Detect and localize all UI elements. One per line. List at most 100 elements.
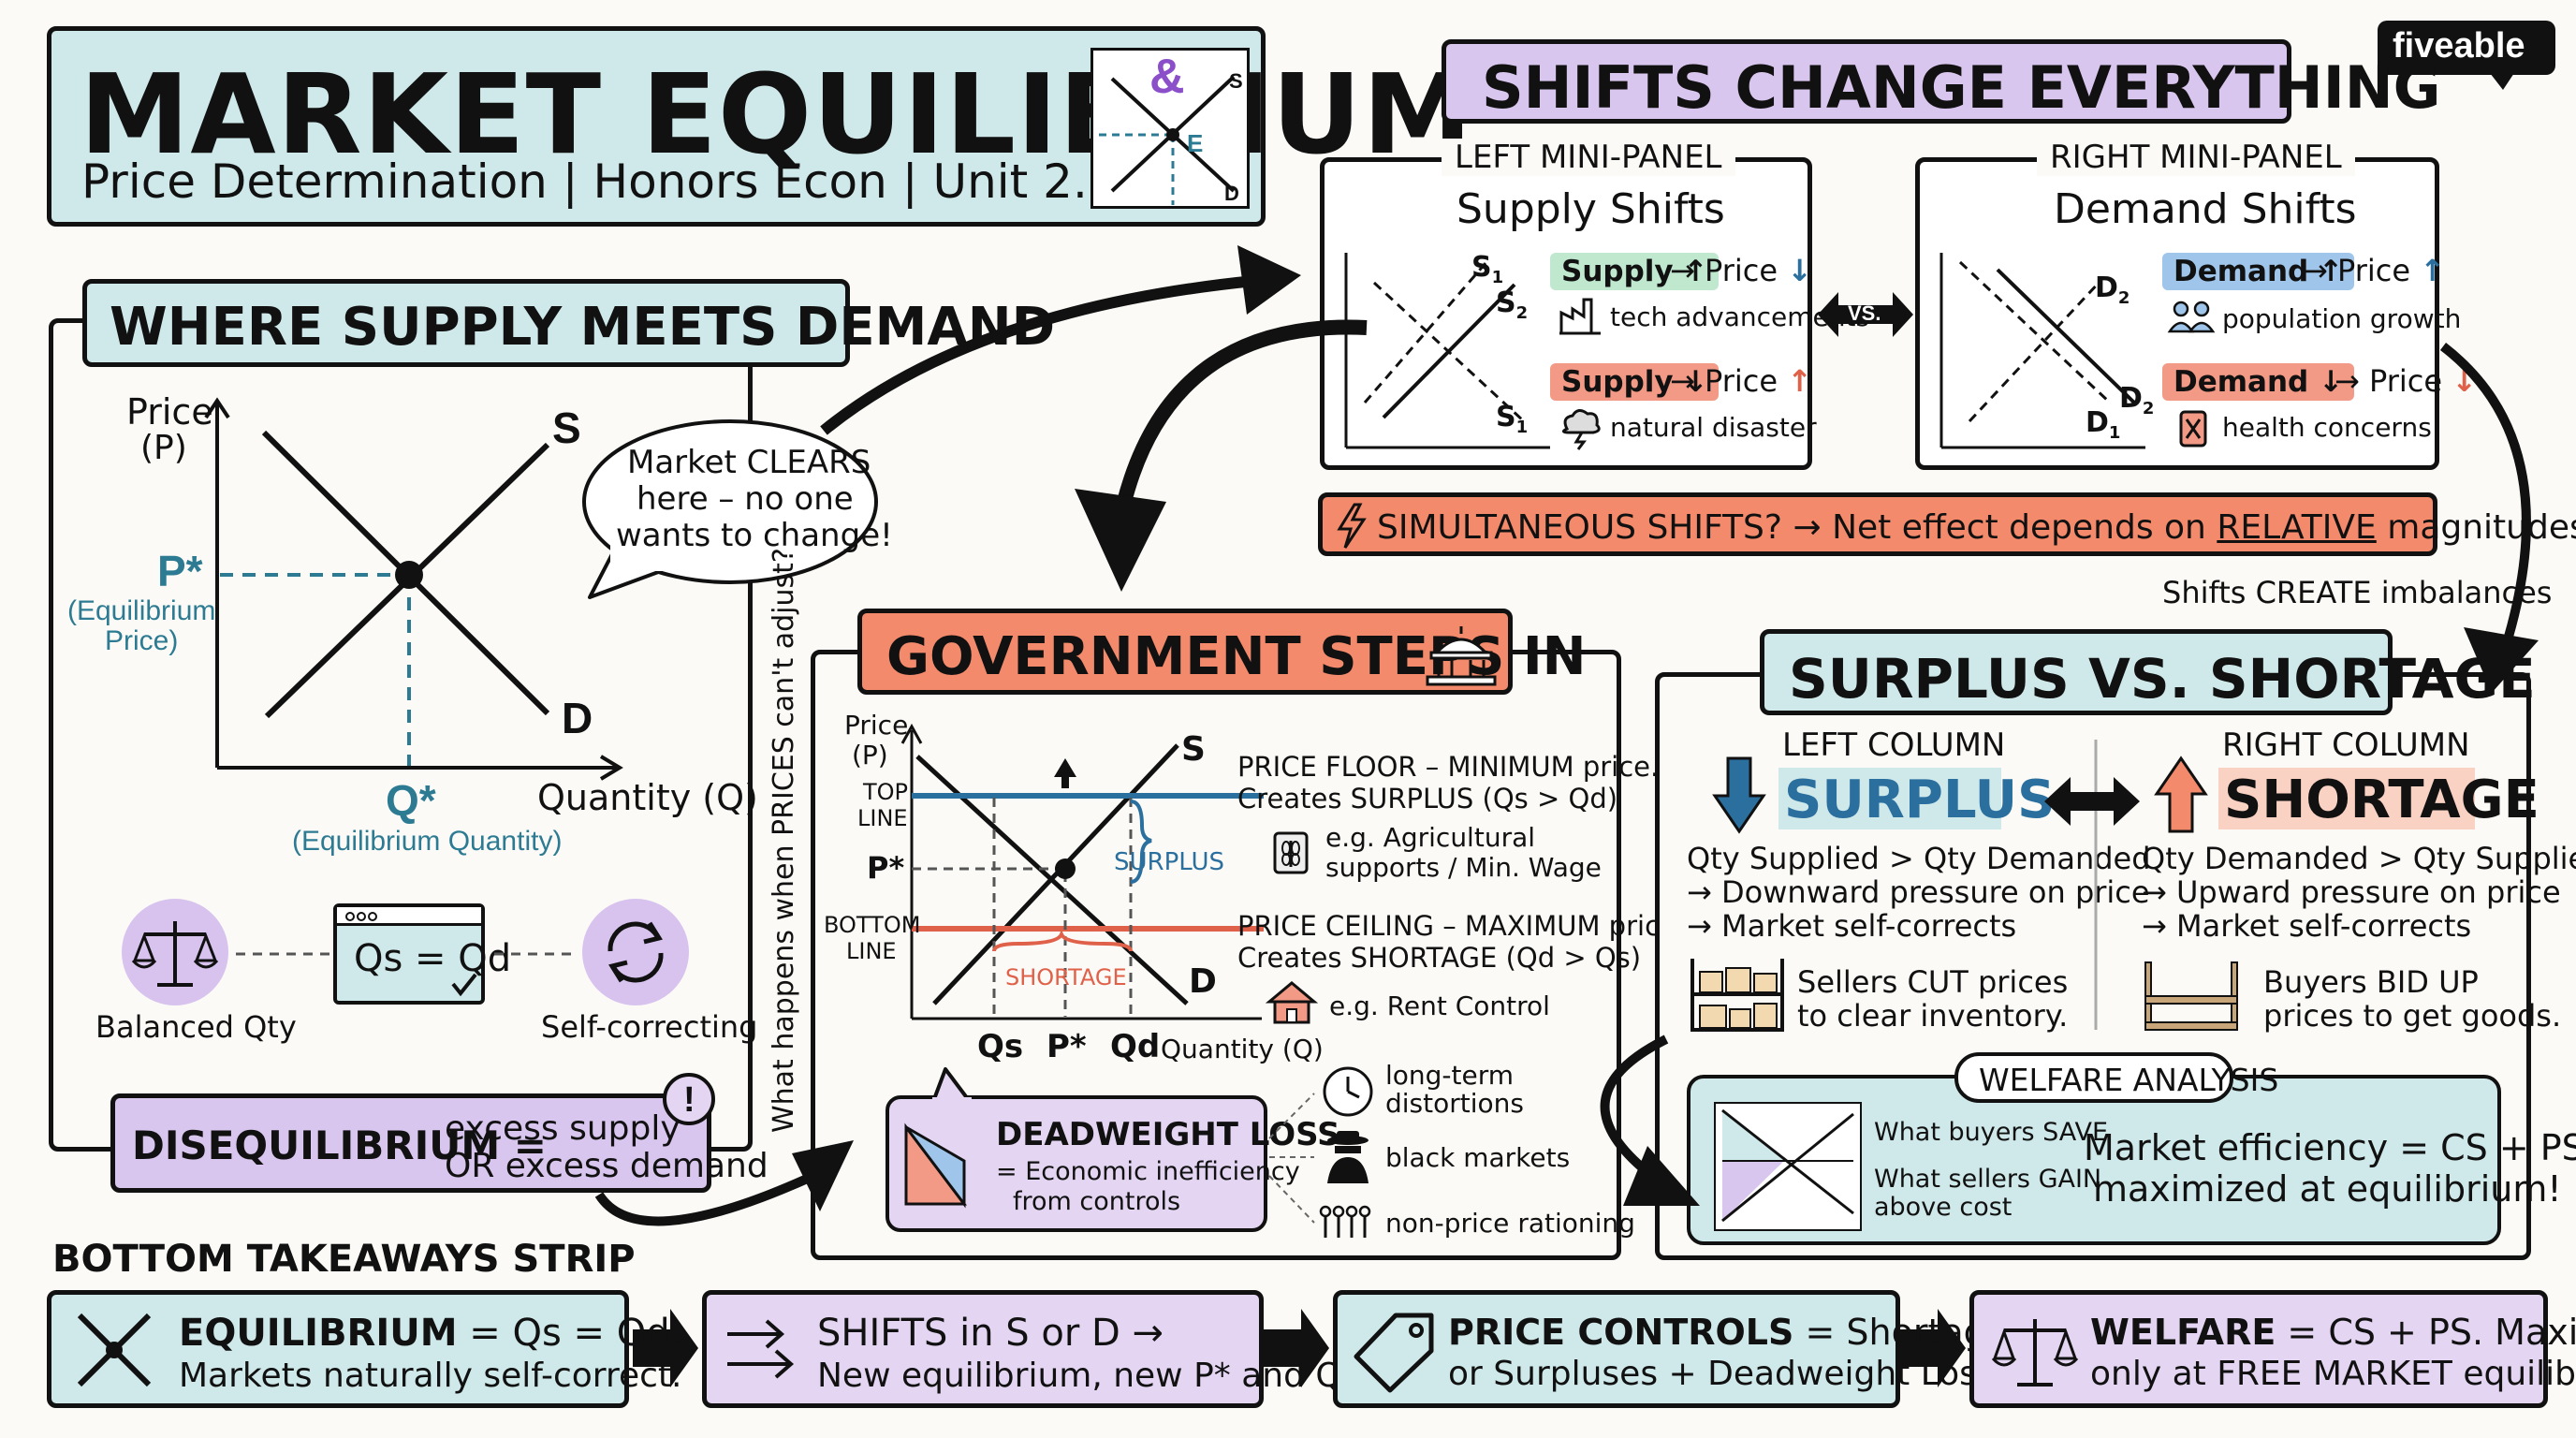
q-star-sub: (Equilibrium Quantity) (292, 826, 563, 857)
supply-shifts-title: Supply Shifts (1456, 185, 1725, 233)
left-mini-caption: LEFT MINI-PANEL (1442, 139, 1735, 176)
d2-bottom-label: D2 (2119, 382, 2155, 418)
where-price-axis-label: Price (126, 391, 213, 433)
factory-icon (1559, 298, 1601, 335)
d1-label: D1 (2086, 406, 2121, 443)
title-banner: MARKET EQUILIBRIUM Price Determination |… (47, 26, 1472, 227)
logo-d-label: D (1224, 182, 1239, 205)
gov-pstar-x-label: P* (1046, 1028, 1087, 1065)
storm-cloud-icon (1562, 409, 1601, 450)
gov-s-label: S (1181, 730, 1206, 769)
welfare-title-tag: WELFARE ANALYSIS (1954, 1052, 2278, 1103)
inventory-boxes-icon (1690, 959, 1784, 1032)
balanced-scale-icon (122, 899, 228, 1005)
speech-bubble (582, 419, 878, 599)
demand-down-result: → Price ↓ (2334, 363, 2478, 399)
shortage-line-5: prices to get goods. (2263, 998, 2562, 1034)
people-icon (2167, 301, 2216, 333)
top-line-label-1: TOP (863, 779, 909, 805)
floor-example-2: supports / Min. Wage (1325, 852, 1602, 883)
self-correcting-icon (582, 899, 689, 1005)
price-floor-line-1: PRICE FLOOR – MINIMUM price. (1237, 751, 1660, 783)
takeaway-4-line-1: WELFARE = CS + PS. Maximized (2090, 1312, 2576, 1353)
d2-top-label: D2 (2095, 271, 2130, 308)
demand-shift-graph (1939, 253, 2145, 449)
simultaneous-text: SIMULTANEOUS SHIFTS? → Net effect depend… (1377, 508, 2576, 547)
vs-label: VS. (1848, 301, 1881, 325)
logo-amp-label: & (1149, 50, 1185, 104)
dwl-sub-2: from controls (1013, 1187, 1181, 1216)
supply-up-pill: Supply ↑ (1550, 253, 1720, 290)
shortage-line-4: Buyers BID UP (2263, 964, 2479, 1000)
takeaway-2-line-2: New equilibrium, new P* and Q*. (817, 1357, 1370, 1395)
gov-qs-label: Qs (977, 1028, 1024, 1065)
left-column-caption: LEFT COLUMN (1782, 726, 2006, 764)
price-ceiling-line-1: PRICE CEILING – MAXIMUM price. (1237, 910, 1686, 942)
where-supply-label: S (552, 404, 581, 452)
gov-qd-label: Qd (1110, 1028, 1161, 1065)
health-icon (2179, 410, 2207, 448)
gov-p-star-label: P* (867, 850, 905, 886)
disequilibrium-box: DISEQUILIBRIUM = excess supply OR excess… (110, 1093, 768, 1193)
demand-shifts-title: Demand Shifts (2054, 185, 2357, 233)
qs-qd-window: Qs = Qd (333, 903, 511, 1005)
where-price-axis-sub: (P) (140, 429, 187, 467)
cross-icon (77, 1313, 152, 1387)
gov-d-label: D (1189, 962, 1217, 1001)
where-qty-axis-label: Quantity (Q) (537, 777, 758, 818)
sellers-gain-label-2: above cost (1874, 1193, 2012, 1222)
gov-price-axis-sub: (P) (852, 740, 888, 770)
diseq-line-2: OR excess demand (445, 1147, 768, 1185)
gov-price-axis-label: Price (844, 710, 909, 741)
p-star-sub-1: (Equilibrium (67, 595, 216, 626)
house-icon (1265, 981, 1319, 1024)
price-tag-icon (1354, 1313, 1434, 1393)
takeaway-1-line-1: EQUILIBRIUM = Qs = Qd. (179, 1312, 682, 1355)
shortage-line-3: → Market self-corrects (2142, 908, 2472, 944)
double-arrow-right-icon (727, 1319, 795, 1379)
deadweight-loss-box: DEADWEIGHT LOSS = Economic inefficiency … (886, 1095, 1340, 1232)
gov-side-question: What happens when PRICES can't adjust? (768, 548, 800, 1133)
ceiling-example: e.g. Rent Control (1329, 990, 1550, 1021)
right-mini-caption: RIGHT MINI-PANEL (2037, 139, 2355, 176)
spy-icon (1327, 1131, 1368, 1183)
demand-down-pill: Demand ↓ (2162, 363, 2355, 401)
wheat-icon (1273, 831, 1309, 874)
shifts-create-imbalances-note: Shifts CREATE imbalances (2162, 575, 2553, 610)
empty-shelf-icon (2144, 961, 2238, 1031)
welfare-analysis-box: What buyers SAVE What sellers GAIN above… (1687, 1075, 2576, 1245)
shortage-word-box: SHORTAGE (2218, 768, 2539, 830)
demand-up-result: → Price ↑ (2303, 253, 2446, 288)
page-subtitle: Price Determination | Honors Econ | Unit… (81, 154, 1118, 209)
surplus-shortage-double-arrow-icon (2044, 777, 2140, 826)
long-term-label-1: long-term (1385, 1060, 1515, 1091)
black-markets-label: black markets (1385, 1142, 1571, 1173)
government-title-box: GOVERNMENT STEPS IN (857, 609, 1587, 695)
self-correcting-label: Self-correcting (541, 1009, 758, 1045)
bubble-line-3: wants to change! (616, 517, 893, 554)
shortage-line-2: → Upward pressure on price (2142, 874, 2561, 910)
simultaneous-shifts-bar: SIMULTANEOUS SHIFTS? → Net effect depend… (1318, 492, 2576, 556)
diseq-line-1: excess supply (445, 1109, 681, 1148)
takeaway-shifts: SHIFTS in S or D → New equilibrium, new … (702, 1290, 1369, 1408)
takeaway-3-line-2: or Surpluses + Deadweight Loss. (1448, 1355, 2006, 1393)
bottom-line-label-1: BOTTOM (824, 912, 921, 938)
fiveable-logo-text: fiveable (2393, 26, 2525, 66)
scale-icon (1991, 1319, 2079, 1387)
surplus-word: SURPLUS (1784, 770, 2056, 830)
price-control-graph (900, 723, 1264, 1020)
vs-double-arrow-icon (1818, 292, 1913, 337)
surplus-line-5: to clear inventory. (1797, 998, 2069, 1034)
s1-top-label: S1 (1471, 251, 1504, 287)
shifts-title: SHIFTS CHANGE EVERYTHING (1482, 53, 2441, 122)
surplus-label: SURPLUS (1114, 848, 1225, 876)
equilibrium-graph (204, 397, 623, 781)
right-column-caption: RIGHT COLUMN (2222, 726, 2470, 764)
takeaway-equilibrium: EQUILIBRIUM = Qs = Qd. Markets naturally… (47, 1290, 681, 1408)
supply-down-pill: Supply ↓ (1550, 363, 1720, 401)
floor-example-1: e.g. Agricultural (1325, 822, 1536, 853)
surplus-shortage-title-box: SURPLUS VS. SHORTAGE (1760, 629, 2536, 715)
fiveable-logo[interactable]: fiveable (2378, 21, 2555, 90)
diseq-label: DISEQUILIBRIUM = (132, 1123, 547, 1168)
surplus-shortage-title: SURPLUS VS. SHORTAGE (1789, 647, 2536, 711)
